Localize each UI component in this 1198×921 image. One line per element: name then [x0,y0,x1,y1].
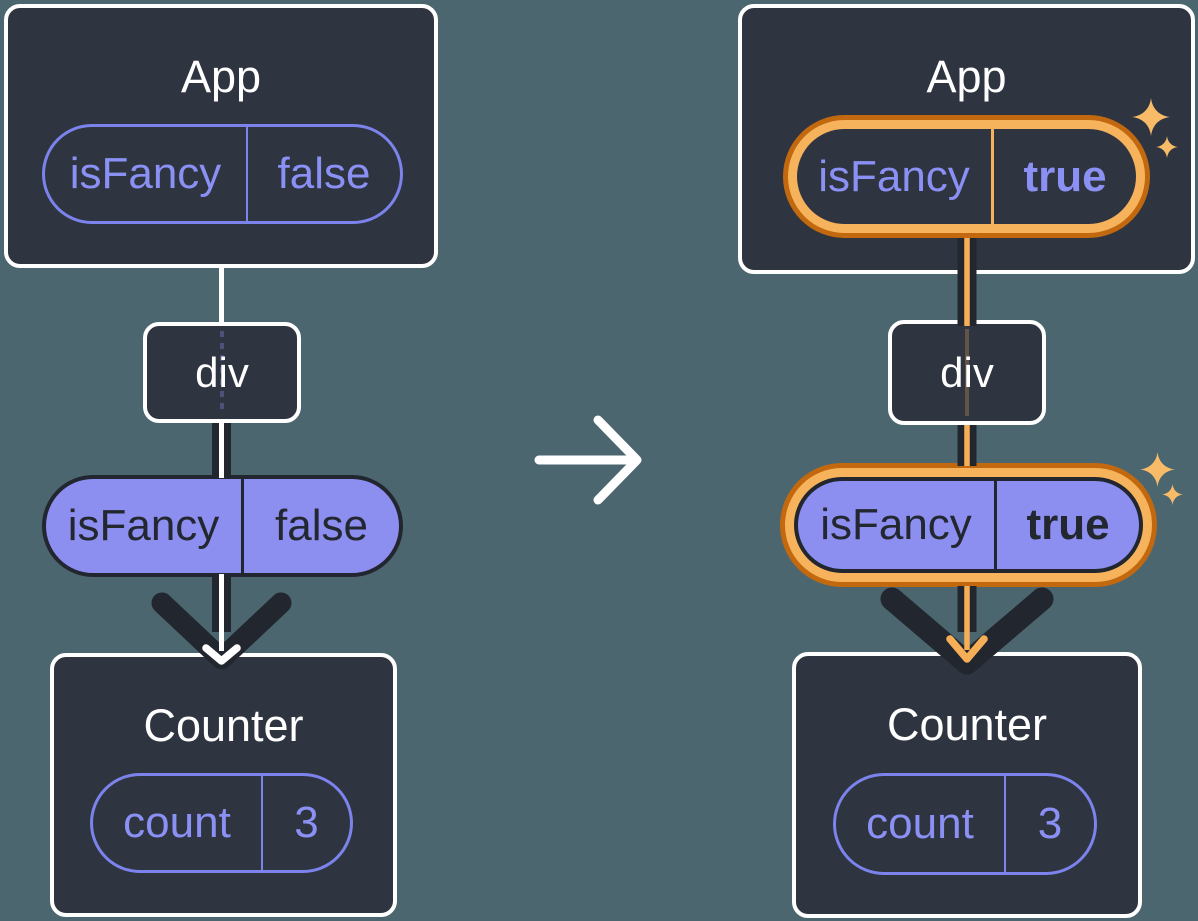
prop-value: true [1023,151,1107,201]
state-value: 3 [1037,799,1063,848]
right-passed-prop-pill: isFancy true [794,477,1143,573]
left-count-state-pill: count 3 [90,773,353,873]
sparkle-icon [1156,136,1178,158]
left-flow-arrowhead [151,592,292,670]
right-counter-title: Counter [886,699,1048,750]
prop-name: isFancy [798,481,997,569]
prop-value: false [277,149,371,198]
prop-name: isFancy [797,129,994,224]
left-counter-title: Counter [143,700,304,751]
prop-flow-ghost-line [965,329,969,416]
state-value: 3 [294,798,319,847]
state-name: count [93,776,263,870]
left-passed-prop-pill: isFancy false [42,475,403,577]
left-div-node: div [143,322,301,423]
right-passed-prop-highlight-ring: isFancy true [780,463,1157,587]
prop-value: true [1026,500,1110,549]
right-app-title: App [926,51,1007,102]
right-div-node: div [888,320,1046,425]
right-count-state-pill: count 3 [833,773,1097,875]
prop-name: isFancy [45,127,248,221]
prop-value: false [275,501,368,550]
prop-flow-ghost-line [220,331,224,414]
sparkle-icon [1140,452,1175,487]
state-name: count [836,776,1006,872]
right-app-prop-highlight-ring: isFancy true [783,115,1150,238]
right-div-label: div [940,348,994,396]
transition-arrow-icon [534,415,642,505]
right-app-prop-pill: isFancy true [797,129,1136,224]
left-app-prop-pill: isFancy false [42,124,403,224]
prop-name: isFancy [46,479,244,573]
left-app-title: App [180,51,262,102]
sparkle-icon [1162,484,1183,505]
left-div-label: div [195,348,249,396]
sparkle-icon [1132,98,1170,136]
left-counter-card: Counter [50,653,397,917]
